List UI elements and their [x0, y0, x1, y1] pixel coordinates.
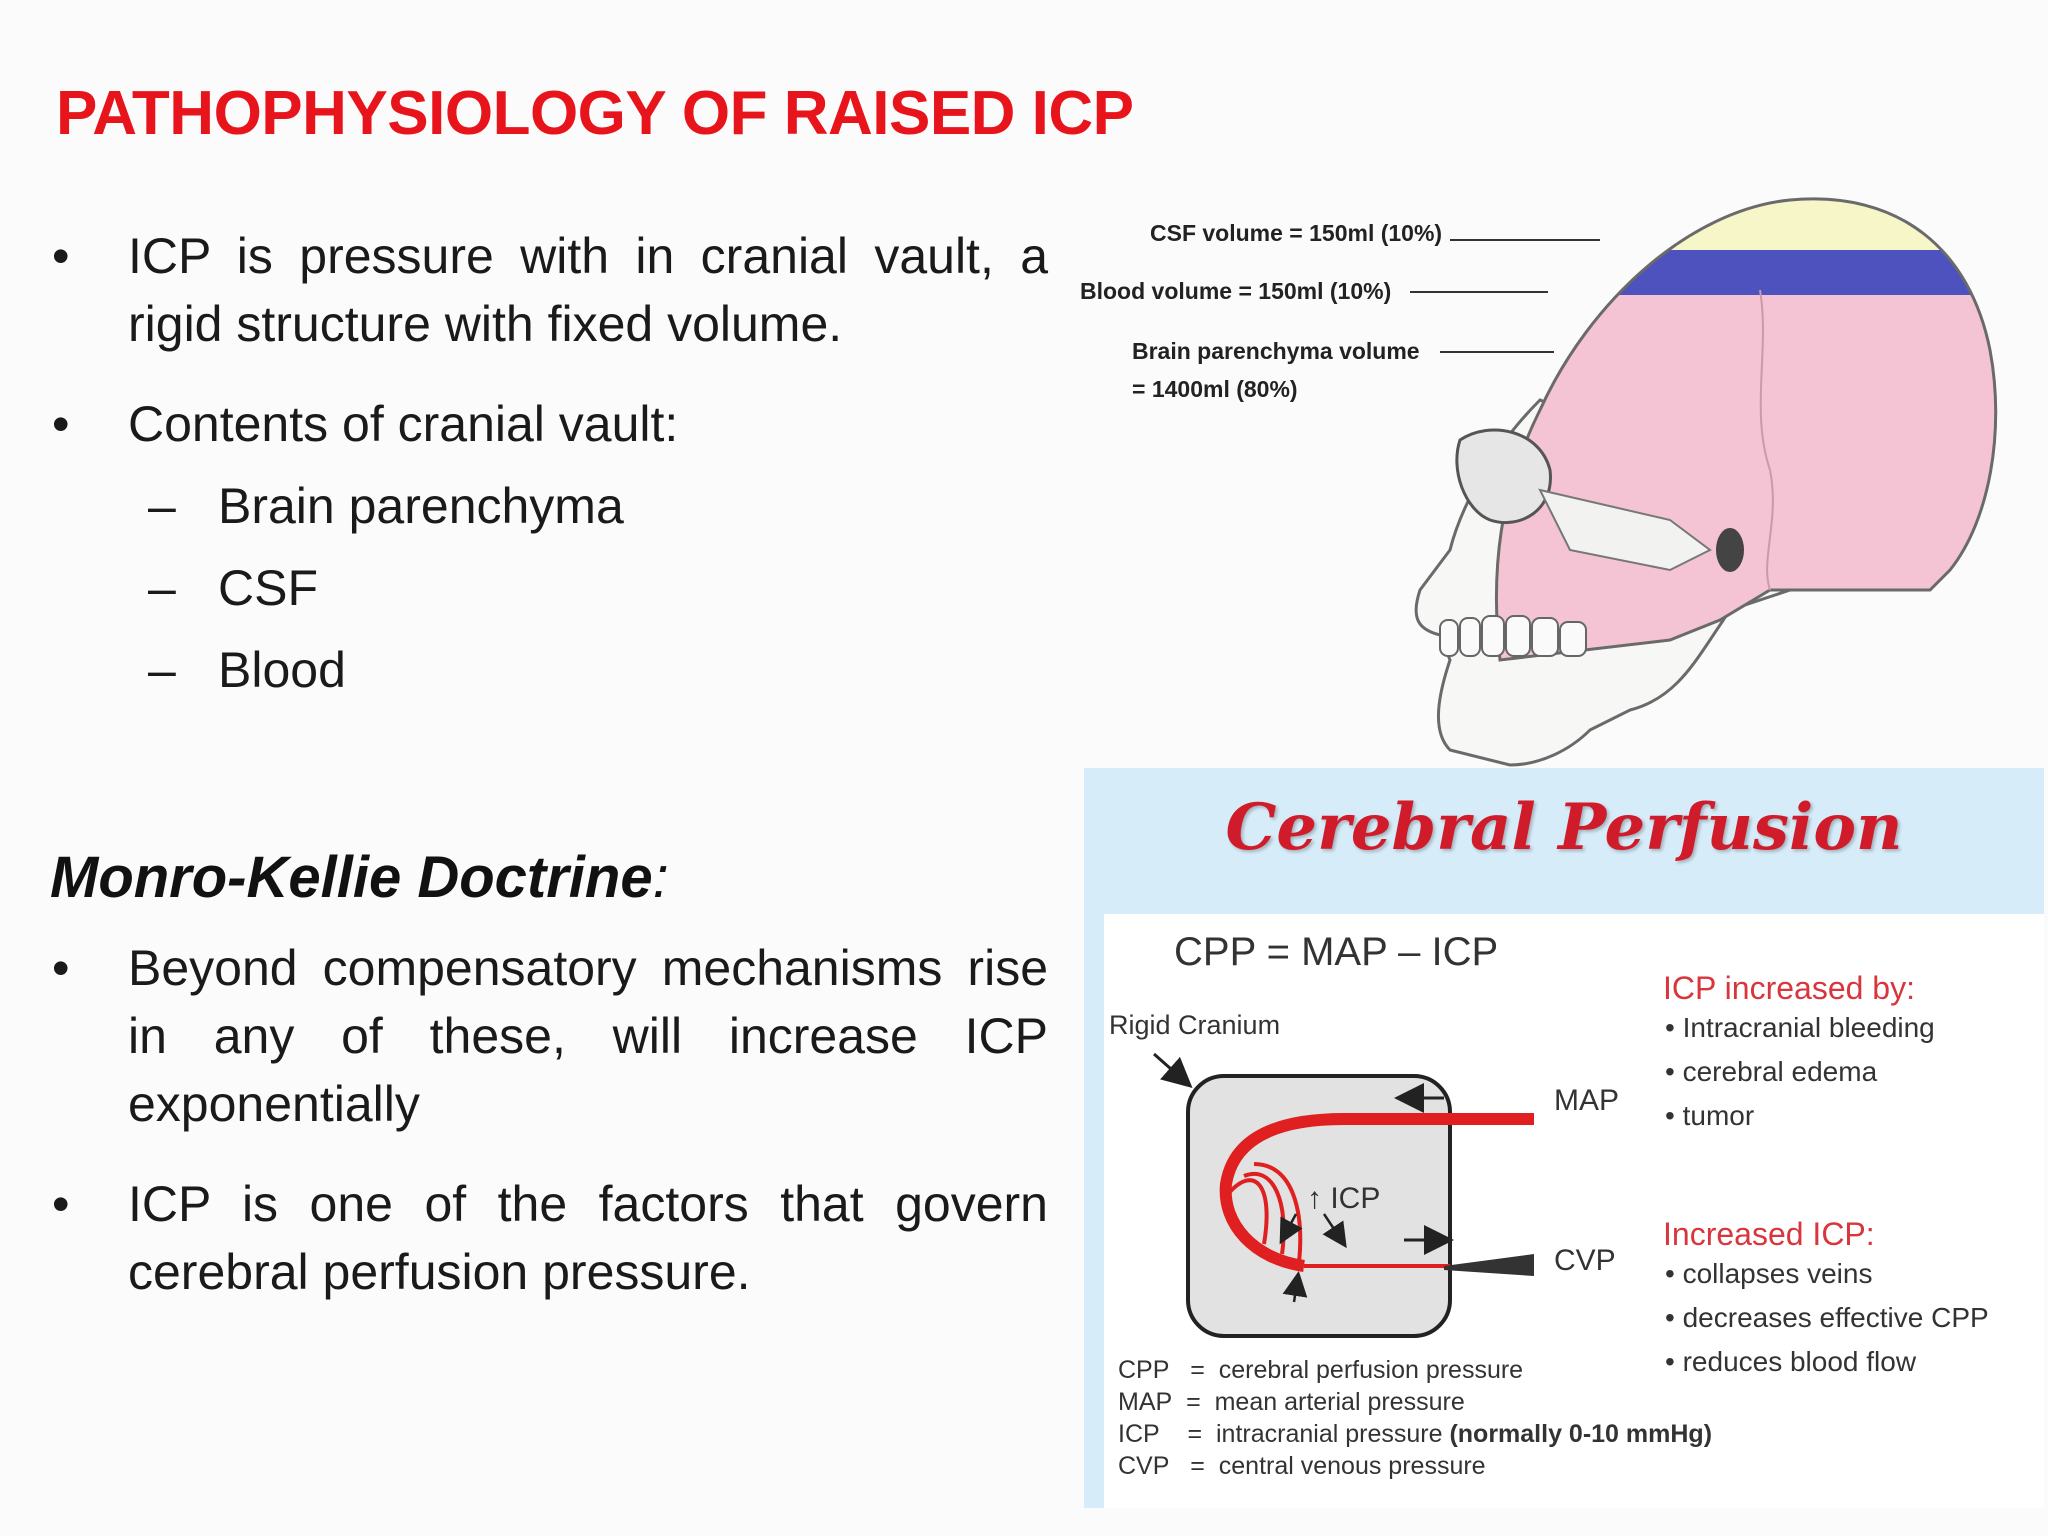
vein-outlet: [1444, 1254, 1534, 1276]
teeth: [1439, 615, 1587, 657]
skull-drawing: [1410, 197, 1998, 767]
bullet-dot: •: [52, 396, 70, 452]
cpp-panel: Cerebral Perfusion Pressure CPP = MAP – …: [1084, 768, 2044, 1508]
bullet-dot: •: [52, 940, 70, 996]
bullet-text: ICP is pressure with in cranial vault, a…: [128, 228, 1048, 352]
increased-icp-item: • decreases effective CPP: [1665, 1302, 1989, 1333]
sub-bullet-dash: –: [148, 560, 176, 616]
brain-volume-label-2: = 1400ml (80%): [1132, 376, 1298, 402]
skull-volume-illustration: CSF volume = 150ml (10%) Blood volume = …: [1070, 190, 2048, 770]
cvp-label: CVP: [1554, 1244, 1616, 1277]
icp-label: ↑ ICP: [1307, 1182, 1381, 1215]
rigid-cranium-pointer: [1153, 1052, 1193, 1088]
bullet-icp-definition: • ICP is pressure with in cranial vault,…: [52, 222, 1048, 358]
legend-row-cpp: CPP = cerebral perfusion pressure: [1118, 1356, 1524, 1384]
brain-volume-label-1: Brain parenchyma volume: [1132, 338, 1420, 364]
cheekbone: [1538, 488, 1712, 572]
sub-bullet-brain-parenchyma: – Brain parenchyma: [52, 472, 1048, 540]
increased-by-item: • Intracranial bleeding: [1665, 1012, 1935, 1043]
cpp-formula: CPP = MAP – ICP: [1174, 930, 1499, 974]
bullet-compensatory: • Beyond compensatory mechanisms rise in…: [52, 934, 1048, 1138]
csf-volume-label: CSF volume = 150ml (10%): [1150, 220, 1443, 246]
bullet-dot: •: [52, 1176, 70, 1232]
icp-increased-by-heading: ICP increased by:: [1663, 970, 1915, 1006]
sub-bullet-dash: –: [148, 478, 176, 534]
ear-canal: [1716, 528, 1744, 572]
icp-arrow-up: [1282, 1271, 1308, 1303]
coronal-suture: [1759, 289, 1774, 591]
bullet-dot: •: [52, 228, 70, 284]
legend-row-icp: ICP = intracranial pressure (normally 0-…: [1118, 1420, 1713, 1448]
cpp-diagram-area: CPP = MAP – ICP Rigid Cranium: [1104, 914, 2044, 1508]
doctrine-bullet-list: • Beyond compensatory mechanisms rise in…: [52, 934, 1048, 1306]
map-label: MAP: [1554, 1084, 1620, 1117]
sub-bullet-text: CSF: [218, 560, 318, 616]
blood-layer: [1496, 250, 1996, 295]
legend-row-map: MAP = mean arterial pressure: [1118, 1388, 1465, 1416]
contents-bullet-list: • ICP is pressure with in cranial vault,…: [52, 222, 1048, 704]
bullet-text: Beyond compensatory mechanisms rise in a…: [128, 940, 1048, 1132]
increased-by-item: • cerebral edema: [1665, 1056, 1878, 1087]
cpp-title: Cerebral Perfusion Pressure: [1225, 790, 1903, 985]
sub-bullet-text: Blood: [218, 642, 346, 698]
increased-by-item: • tumor: [1665, 1100, 1755, 1131]
increased-icp-item: • reduces blood flow: [1665, 1346, 1917, 1377]
icp-arrow-right: [1322, 1213, 1347, 1249]
sub-bullet-text: Brain parenchyma: [218, 478, 624, 534]
legend-row-cvp: CVP = central venous pressure: [1118, 1452, 1486, 1480]
eye-socket: [1455, 428, 1552, 525]
slide-title: PATHOPHYSIOLOGY OF RAISED ICP: [56, 79, 1134, 148]
doctrine-heading: Monro-Kellie Doctrine:: [50, 844, 669, 911]
bullet-cpp-factor: • ICP is one of the factors that govern …: [52, 1170, 1048, 1306]
doctrine-heading-text: Monro-Kellie Doctrine: [50, 845, 653, 910]
sub-bullet-blood: – Blood: [52, 636, 1048, 704]
bullet-text: Contents of cranial vault:: [128, 396, 679, 452]
doctrine-heading-colon: :: [652, 845, 669, 910]
increased-icp-item: • collapses veins: [1665, 1258, 1873, 1289]
blood-volume-label: Blood volume = 150ml (10%): [1080, 278, 1392, 304]
icp-arrow-left: [1279, 1213, 1303, 1245]
artery-path: [1219, 1113, 1534, 1272]
bullet-contents-heading: • Contents of cranial vault:: [52, 390, 1048, 458]
increased-icp-heading: Increased ICP:: [1663, 1216, 1875, 1252]
sub-bullet-dash: –: [148, 642, 176, 698]
cranium-flow-diagram: [1153, 1052, 1534, 1338]
sub-bullet-csf: – CSF: [52, 554, 1048, 622]
bullet-text: ICP is one of the factors that govern ce…: [128, 1176, 1048, 1300]
rigid-cranium-label: Rigid Cranium: [1109, 1010, 1281, 1040]
